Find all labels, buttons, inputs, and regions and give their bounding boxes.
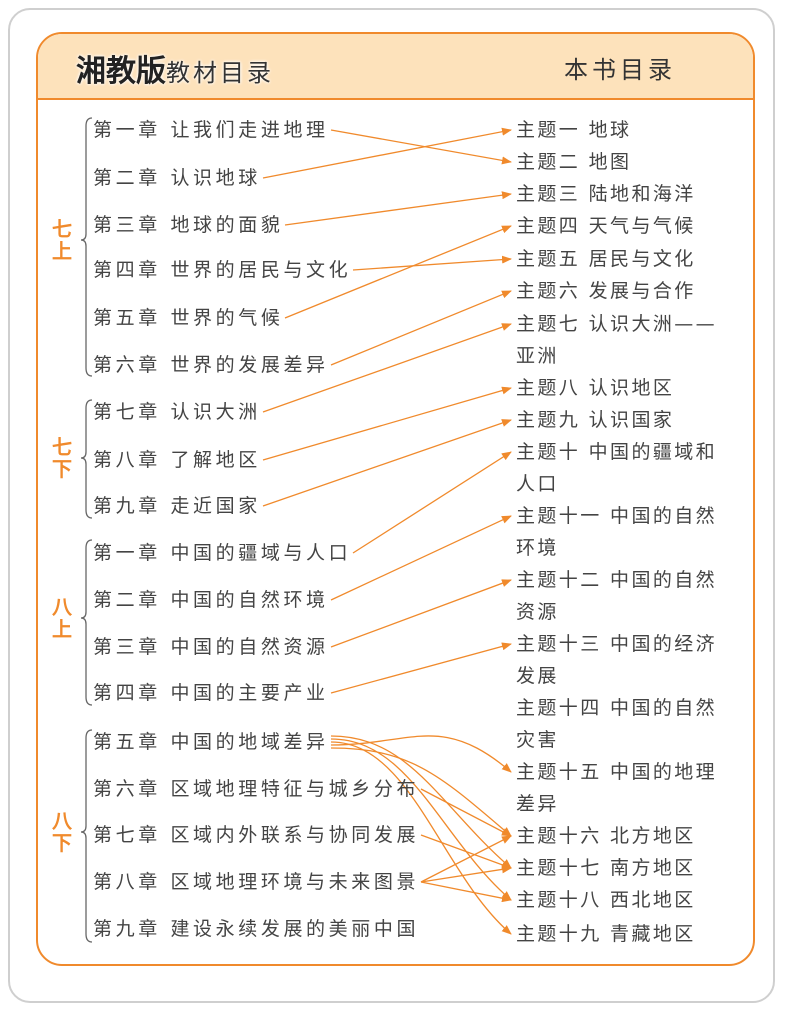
topic-item: 主题八 认识地区 <box>516 377 675 399</box>
topic-item: 主题十七 南方地区 <box>516 857 696 879</box>
chapter-item: 第七章 区域内外联系与协同发展 <box>93 824 420 846</box>
mapping-arrow <box>420 834 512 869</box>
topic-item-continued: 差异 <box>516 793 559 815</box>
grade-bracket <box>80 117 93 377</box>
mapping-arrow <box>330 290 512 366</box>
chapter-item: 第四章 世界的居民与文化 <box>93 259 352 281</box>
header-band: 湘教版教材目录 本书目录 <box>38 34 753 100</box>
chapter-item: 第五章 中国的地域差异 <box>93 731 329 753</box>
mapping-arrow <box>262 386 512 461</box>
topic-item: 主题二 地图 <box>516 151 632 173</box>
topic-item-continued: 资源 <box>516 601 559 623</box>
mapping-arrow <box>330 515 512 601</box>
grade-label: 七上 <box>52 217 72 263</box>
topic-item-continued: 环境 <box>516 537 559 559</box>
chapter-item: 第一章 中国的疆域与人口 <box>93 542 352 564</box>
topic-item: 主题六 发展与合作 <box>516 280 696 302</box>
grade-bracket <box>80 399 93 519</box>
chapter-item: 第八章 区域地理环境与未来图景 <box>93 871 420 893</box>
chapter-item: 第三章 地球的面貌 <box>93 214 284 236</box>
chapter-item: 第二章 认识地球 <box>93 167 261 189</box>
mapping-arrow <box>330 642 512 694</box>
mapping-arrow <box>420 865 512 883</box>
mapping-arrow <box>330 741 512 935</box>
mapping-arrow <box>284 225 512 319</box>
mapping-arrow <box>330 735 512 869</box>
topic-item-continued: 灾害 <box>516 729 559 751</box>
topic-item: 主题七 认识大洲—— <box>516 313 718 335</box>
mapping-arrow <box>262 419 512 507</box>
mapping-arrow <box>330 747 512 837</box>
mapping-arrow <box>330 129 512 165</box>
chapter-item: 第八章 了解地区 <box>93 449 261 471</box>
topic-item: 主题十九 青藏地区 <box>516 923 696 945</box>
right-title: 本书目录 <box>564 56 676 84</box>
chapter-item: 第九章 走近国家 <box>93 495 261 517</box>
topic-item: 主题四 天气与气候 <box>516 215 696 237</box>
mapping-arrow <box>352 255 512 271</box>
topic-item: 主题十一 中国的自然 <box>516 505 718 527</box>
chapter-item: 第一章 让我们走进地理 <box>93 119 329 141</box>
outer-frame <box>8 8 775 1003</box>
mapping-arrow <box>330 735 512 773</box>
mapping-arrow <box>330 738 512 901</box>
chapter-item: 第七章 认识大洲 <box>93 401 261 423</box>
topic-item: 主题十二 中国的自然 <box>516 569 718 591</box>
topic-item: 主题十三 中国的经济 <box>516 633 718 655</box>
mapping-arrow <box>420 788 512 837</box>
brand-name: 湘教版 <box>76 54 166 89</box>
topic-item-continued: 发展 <box>516 665 559 687</box>
grade-bracket <box>80 539 93 706</box>
topic-item: 主题十六 北方地区 <box>516 825 696 847</box>
mapping-arrow <box>284 191 512 226</box>
chapter-item: 第九章 建设永续发展的美丽中国 <box>93 918 420 940</box>
topic-item: 主题十五 中国的地理 <box>516 761 718 783</box>
chapter-item: 第五章 世界的气候 <box>93 307 284 329</box>
grade-label: 八上 <box>52 595 72 641</box>
grade-bracket <box>80 729 93 943</box>
topic-item: 主题一 地球 <box>516 119 632 141</box>
mapping-arrow <box>352 451 512 554</box>
chapter-item: 第六章 区域地理特征与城乡分布 <box>93 778 420 800</box>
topic-item-continued: 人口 <box>516 473 559 495</box>
grade-label: 七下 <box>52 435 72 481</box>
toc-panel: 湘教版教材目录 本书目录 <box>36 32 755 966</box>
left-title-text: 教材目录 <box>166 59 274 87</box>
topic-item: 主题九 认识国家 <box>516 409 675 431</box>
grade-label: 八下 <box>52 809 72 855</box>
mapping-arrow <box>262 323 512 413</box>
chapter-item: 第二章 中国的自然环境 <box>93 589 329 611</box>
mapping-arrow <box>262 127 512 179</box>
topic-item: 主题十四 中国的自然 <box>516 697 718 719</box>
chapter-item: 第六章 世界的发展差异 <box>93 354 329 376</box>
topic-item: 主题五 居民与文化 <box>516 248 696 270</box>
topic-item-continued: 亚洲 <box>516 345 559 367</box>
topic-item: 主题十八 西北地区 <box>516 889 696 911</box>
topic-item: 主题十 中国的疆域和 <box>516 441 718 463</box>
mapping-arrow <box>330 579 512 648</box>
chapter-item: 第四章 中国的主要产业 <box>93 682 329 704</box>
chapter-item: 第三章 中国的自然资源 <box>93 636 329 658</box>
mapping-arrow <box>420 835 512 883</box>
mapping-arrow <box>420 881 512 903</box>
topic-item: 主题三 陆地和海洋 <box>516 183 696 205</box>
left-title: 湘教版教材目录 <box>76 46 274 90</box>
